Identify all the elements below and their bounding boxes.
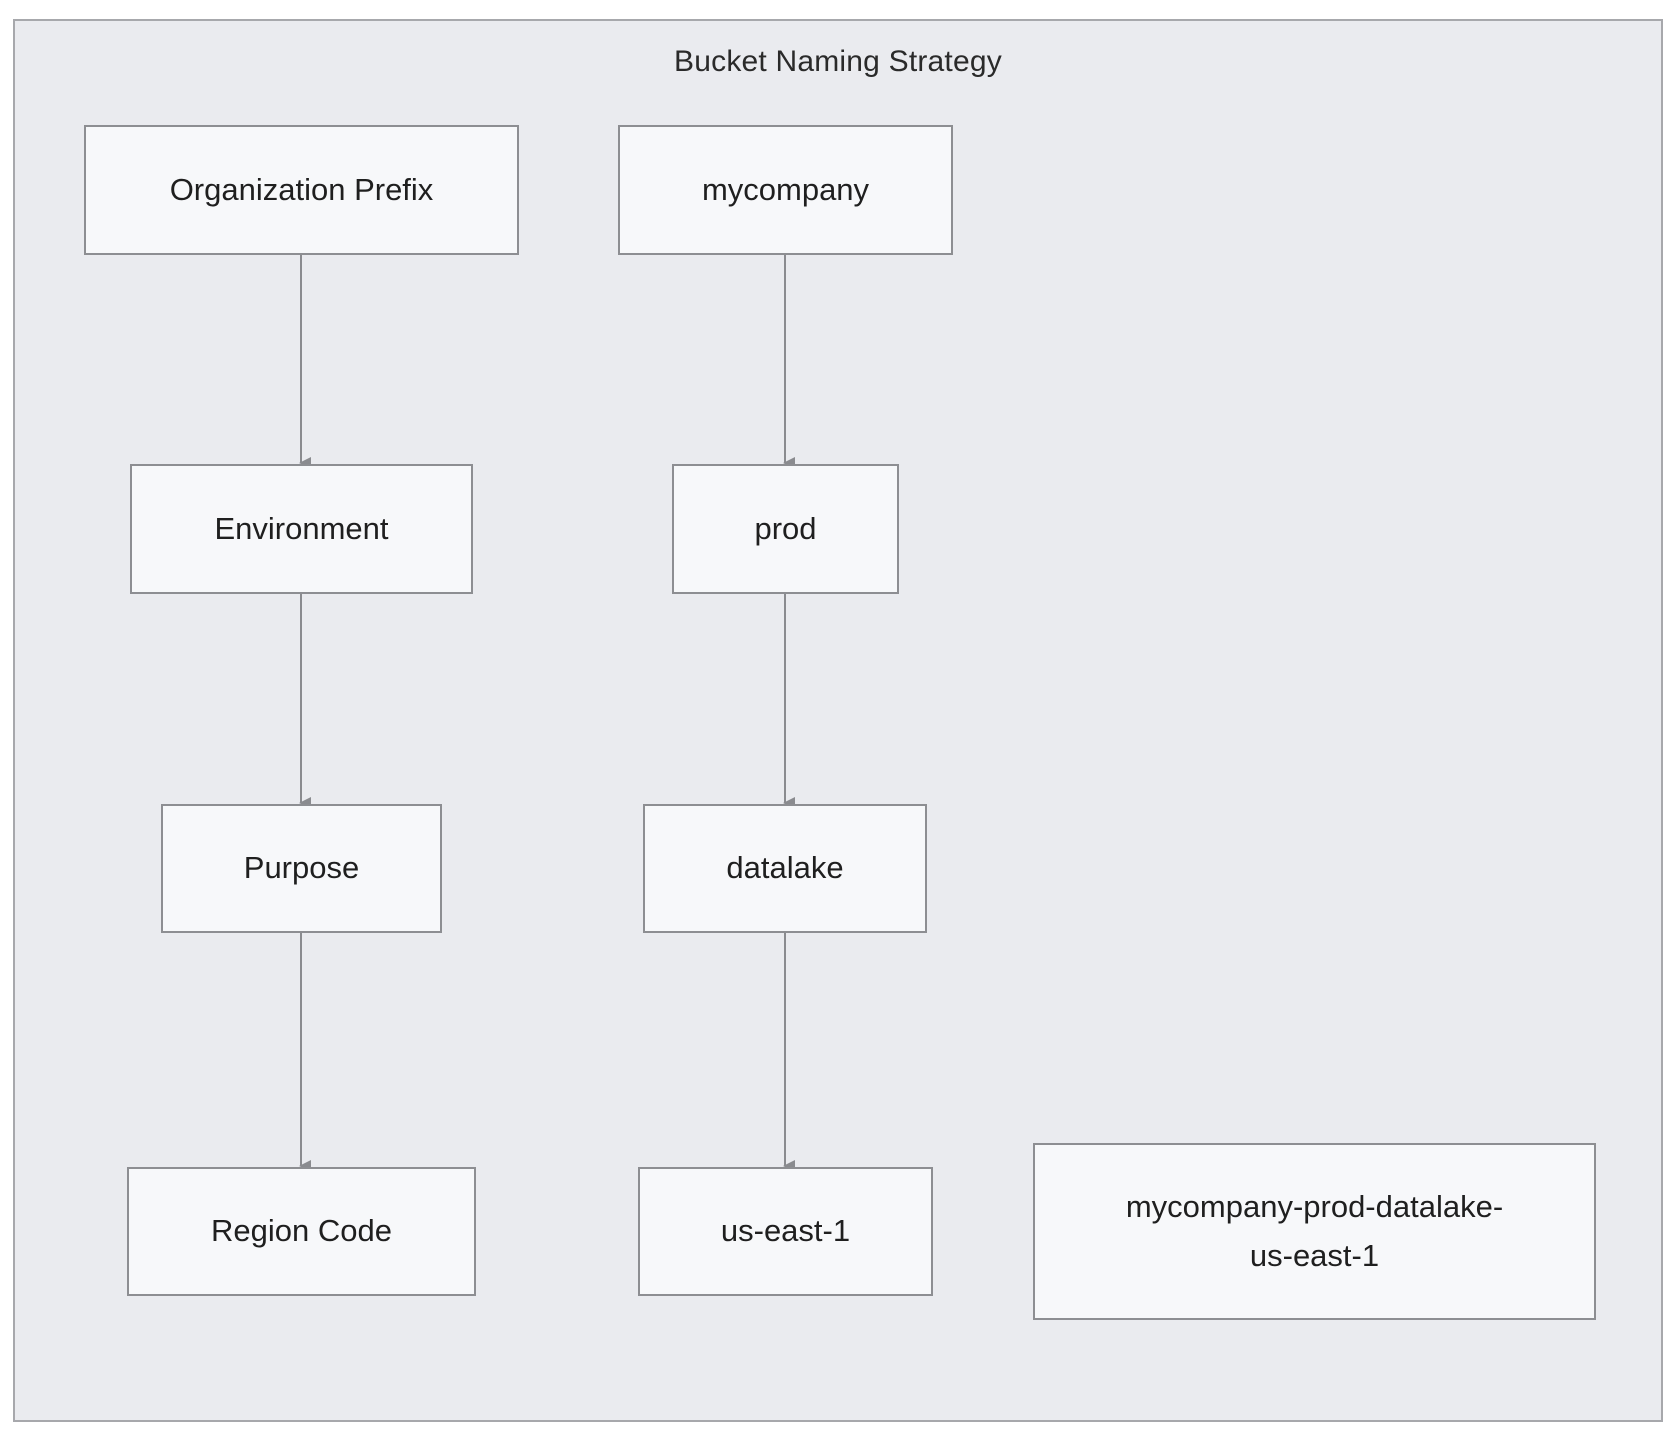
node-label: mycompany bbox=[701, 171, 870, 207]
node-label: Purpose bbox=[243, 850, 360, 886]
node-organization-prefix: Organization Prefix bbox=[84, 125, 519, 255]
node-label: Environment bbox=[214, 510, 389, 546]
node-label: Organization Prefix bbox=[169, 171, 434, 207]
node-label: us-east-1 bbox=[720, 1213, 851, 1249]
node-label: datalake bbox=[726, 850, 844, 886]
node-label-line-2: us-east-1 bbox=[1249, 1237, 1380, 1273]
node-mycompany: mycompany bbox=[618, 125, 953, 255]
node-purpose: Purpose bbox=[161, 804, 442, 933]
node-label: prod bbox=[754, 510, 817, 546]
node-us-east-1: us-east-1 bbox=[638, 1167, 933, 1296]
node-environment: Environment bbox=[130, 464, 473, 594]
node-region-code: Region Code bbox=[127, 1167, 476, 1296]
diagram-title: Bucket Naming Strategy bbox=[674, 45, 1002, 78]
node-datalake: datalake bbox=[643, 804, 927, 933]
node-label-line-1: mycompany-prod-datalake- bbox=[1125, 1189, 1504, 1225]
node-prod: prod bbox=[672, 464, 899, 594]
node-label: Region Code bbox=[211, 1213, 392, 1249]
node-full-bucket-name: mycompany-prod-datalake- us-east-1 bbox=[1033, 1143, 1596, 1320]
